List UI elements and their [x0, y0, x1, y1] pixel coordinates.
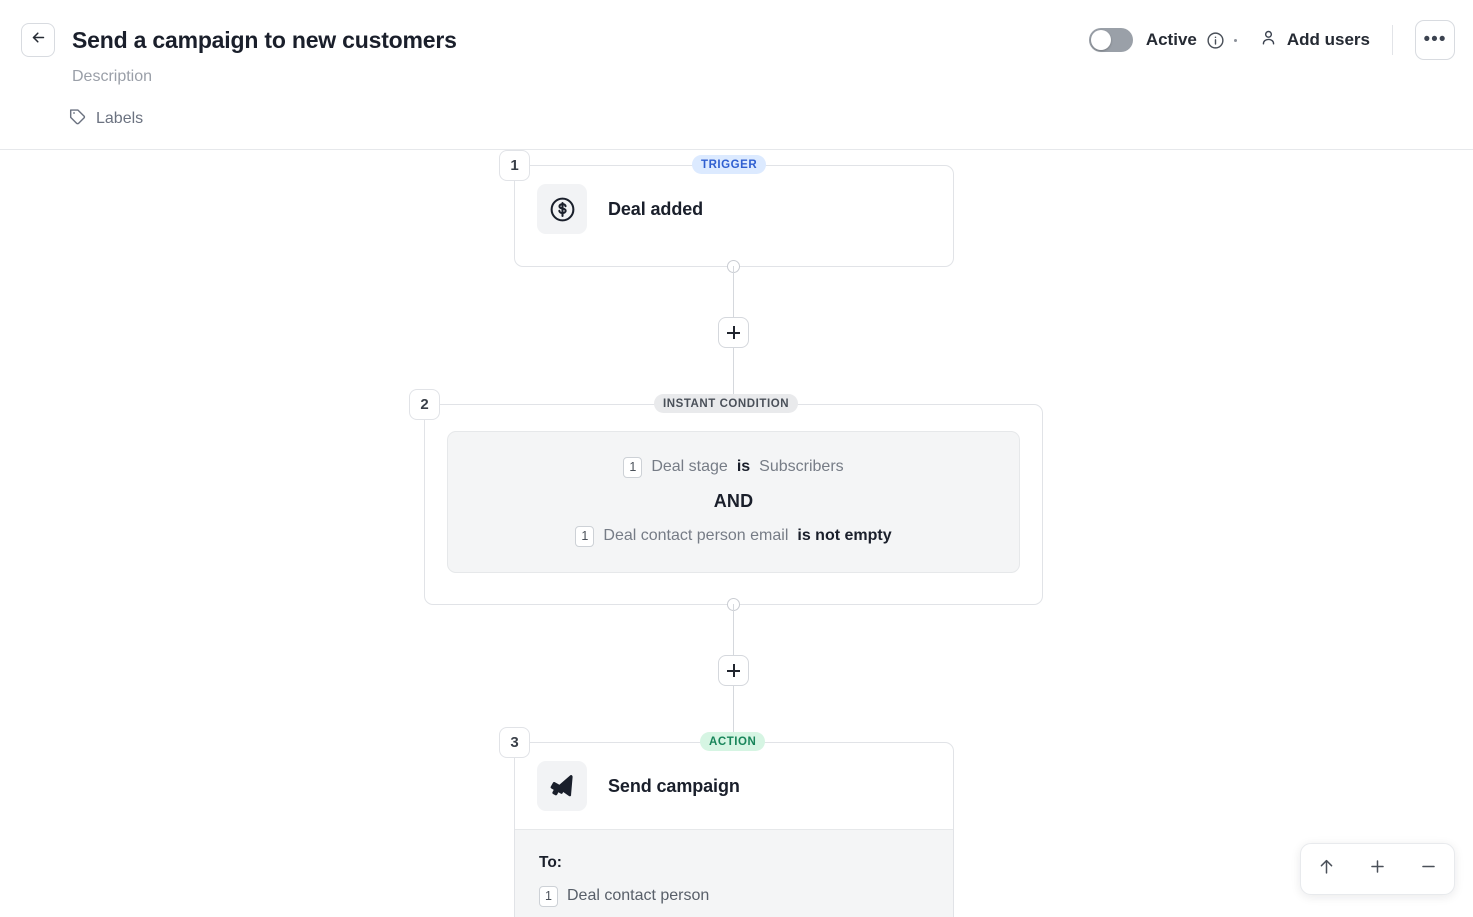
connector-line-2 — [733, 348, 734, 404]
action-node-header[interactable]: Send campaign — [515, 743, 953, 829]
workflow-canvas[interactable]: 1 TRIGGER Deal added 2 INSTANT — [0, 150, 1473, 917]
workflow-node-action[interactable]: Send campaign To: 1 Deal contact person — [514, 742, 954, 917]
step-number-badge-1: 1 — [499, 150, 530, 181]
labels-label: Labels — [96, 110, 144, 127]
person-icon — [1259, 28, 1278, 52]
condition-operator: is — [736, 458, 751, 475]
fit-to-view-button[interactable] — [1307, 849, 1347, 889]
to-recipient-value: Deal contact person — [567, 887, 710, 904]
step-type-badge-trigger: TRIGGER — [692, 155, 767, 174]
condition-token: 1 — [623, 456, 643, 478]
condition-token: 1 — [575, 525, 595, 547]
ellipsis-icon: ••• — [1423, 29, 1447, 50]
zoom-controls — [1300, 843, 1455, 895]
page-title: Send a campaign to new customers — [72, 27, 457, 53]
dollar-circle-icon — [537, 184, 587, 234]
zoom-in-button[interactable] — [1358, 849, 1398, 889]
connector-line-1 — [733, 266, 734, 317]
condition-joiner: AND — [713, 491, 754, 511]
workflow-node-condition[interactable]: 1 Deal stage is Subscribers AND 1 Deal c… — [424, 404, 1043, 605]
step-number-badge-2: 2 — [409, 389, 440, 420]
trigger-node-title: Deal added — [608, 198, 704, 219]
condition-value: Subscribers — [759, 458, 844, 475]
to-token: 1 — [539, 885, 558, 907]
add-users-label: Add users — [1286, 30, 1370, 49]
condition-field: Deal contact person email — [603, 527, 789, 544]
active-label: Active — [1145, 30, 1197, 49]
step-type-badge-action: ACTION — [700, 732, 766, 751]
header-actions: Active Add users — [1088, 20, 1455, 60]
action-node-body[interactable]: To: 1 Deal contact person — [515, 829, 953, 917]
to-recipient-row[interactable]: 1 Deal contact person — [539, 885, 929, 907]
plus-icon — [727, 664, 740, 677]
zoom-out-button[interactable] — [1409, 849, 1449, 889]
step-type-badge-condition: INSTANT CONDITION — [654, 394, 799, 413]
to-label: To: — [539, 854, 562, 871]
condition-group[interactable]: 1 Deal stage is Subscribers AND 1 Deal c… — [447, 431, 1020, 573]
condition-row[interactable]: 1 Deal stage is Subscribers — [623, 456, 844, 478]
arrow-up-icon — [1317, 857, 1336, 881]
trigger-node-header[interactable]: Deal added — [515, 166, 953, 252]
plus-icon — [1368, 857, 1387, 881]
separator-dot — [1233, 38, 1237, 42]
add-step-button-1[interactable] — [718, 317, 749, 348]
add-users-button[interactable]: Add users — [1259, 28, 1370, 52]
minus-icon — [1419, 857, 1438, 881]
megaphone-icon — [537, 761, 587, 811]
arrow-left-icon — [30, 29, 47, 51]
workflow-node-trigger[interactable]: Deal added — [514, 165, 954, 267]
page-header: Send a campaign to new customers Descrip… — [0, 0, 1473, 150]
description-field[interactable]: Description — [72, 68, 153, 85]
plus-icon — [727, 326, 740, 339]
action-node-title: Send campaign — [608, 775, 740, 796]
step-number-badge-3: 3 — [499, 727, 530, 758]
tag-icon — [68, 107, 87, 131]
condition-row[interactable]: 1 Deal contact person email is not empty — [575, 525, 892, 547]
more-options-button[interactable]: ••• — [1415, 20, 1455, 60]
add-step-button-2[interactable] — [718, 655, 749, 686]
labels-button[interactable]: Labels — [68, 107, 143, 131]
connector-line-3 — [733, 604, 734, 655]
info-circle-icon[interactable] — [1206, 31, 1225, 50]
connector-line-4 — [733, 686, 734, 742]
condition-operator: is not empty — [797, 527, 892, 544]
header-divider — [1392, 25, 1393, 55]
back-button[interactable] — [21, 23, 55, 57]
toggle-knob — [1090, 30, 1111, 50]
condition-field: Deal stage — [651, 458, 728, 475]
active-toggle[interactable] — [1088, 28, 1133, 52]
